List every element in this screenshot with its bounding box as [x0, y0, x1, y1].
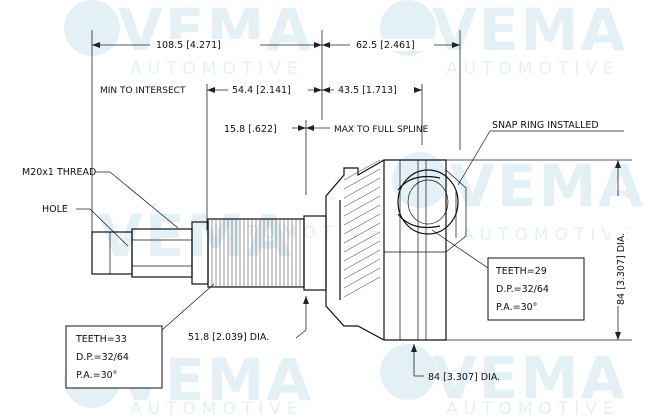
spline-dimension-lines	[292, 120, 330, 195]
right-diameter-dimension	[446, 159, 632, 341]
section-hatch-line	[343, 249, 381, 271]
section-hatch-line	[343, 267, 381, 289]
vema-logo-icon	[380, 344, 436, 400]
watermark-sub-top-left: AUTOMOTIVE	[130, 59, 304, 79]
outer-spline-spec-box: TEETH=33 D.P.=32/64 P.A.=30°	[65, 283, 215, 389]
outer-teeth: TEETH=33	[75, 334, 127, 345]
inner-dp: D.P.=32/64	[496, 284, 549, 295]
overall-left-dimension: 108.5 [4.271]	[156, 40, 221, 51]
section-hatch-line	[343, 195, 381, 217]
vema-logo-icon	[392, 152, 448, 208]
section-hatch-line	[343, 177, 381, 199]
inner-pa: P.A.=30°	[496, 302, 537, 313]
ball-cage-section	[397, 169, 467, 253]
section-hatch-line	[343, 204, 381, 226]
overall-right-dimension: 62.5 [2.461]	[356, 40, 415, 51]
max-to-full-spline-label: MAX TO FULL SPLINE	[334, 125, 429, 135]
watermark-brand-top-right: VEMA	[432, 0, 627, 64]
section-hatch-line	[343, 231, 381, 253]
inner-right-dimension: 43.5 [1.713]	[338, 85, 397, 96]
watermark-brand-bottom-right: VEMA	[432, 344, 627, 412]
bottom-diameter-callout	[411, 344, 424, 377]
min-to-intersect-label: MIN TO INTERSECT	[100, 86, 186, 96]
shaft-diameter-label: 51.8 [2.039] DIA.	[188, 332, 269, 343]
spline-length-value: 15.8 [.622]	[224, 124, 277, 135]
hole-label: HOLE	[42, 204, 68, 215]
inner-spline-spec-box: TEETH=29 D.P.=32/64 P.A.=30°	[431, 229, 585, 321]
section-hatch-line	[343, 213, 381, 235]
watermark-brand-top-left: VEMA	[118, 0, 313, 64]
inner-teeth: TEETH=29	[495, 266, 547, 277]
section-hatch-line	[343, 240, 381, 262]
section-hatch-line	[343, 159, 381, 181]
section-hatch-line	[343, 258, 381, 280]
thread-label: M20x1 THREAD	[22, 167, 96, 178]
section-hatch-line	[343, 276, 381, 298]
outer-diameter-right: 84 [3.307] DIA.	[616, 233, 627, 305]
intersect-dimension-lines	[206, 84, 423, 230]
shaft-diameter-callout	[295, 296, 309, 339]
top-dimension-lines	[91, 30, 461, 240]
watermark-sub-bottom-right: AUTOMOTIVE	[446, 399, 620, 416]
section-hatch-line	[343, 222, 381, 244]
watermark-brand-mid-left: VEMA	[98, 202, 293, 270]
snap-ring-label: SNAP RING INSTALLED	[492, 120, 599, 131]
section-hatch-line	[343, 186, 381, 208]
outer-dp: D.P.=32/64	[76, 352, 129, 363]
vema-logo-icon	[64, 0, 120, 56]
watermark-sub-bottom-left: AUTOMOTIVE	[130, 399, 304, 416]
outer-pa: P.A.=30°	[76, 370, 117, 381]
outer-diameter-bottom: 84 [3.307] DIA.	[428, 372, 500, 383]
watermark-sub-mid-right: AUTOMOTIVE	[462, 225, 636, 245]
section-hatch-line	[343, 168, 381, 190]
watermark-sub-top-right: AUTOMOTIVE	[446, 59, 620, 79]
min-to-intersect-value: 54.4 [2.141]	[232, 85, 291, 96]
